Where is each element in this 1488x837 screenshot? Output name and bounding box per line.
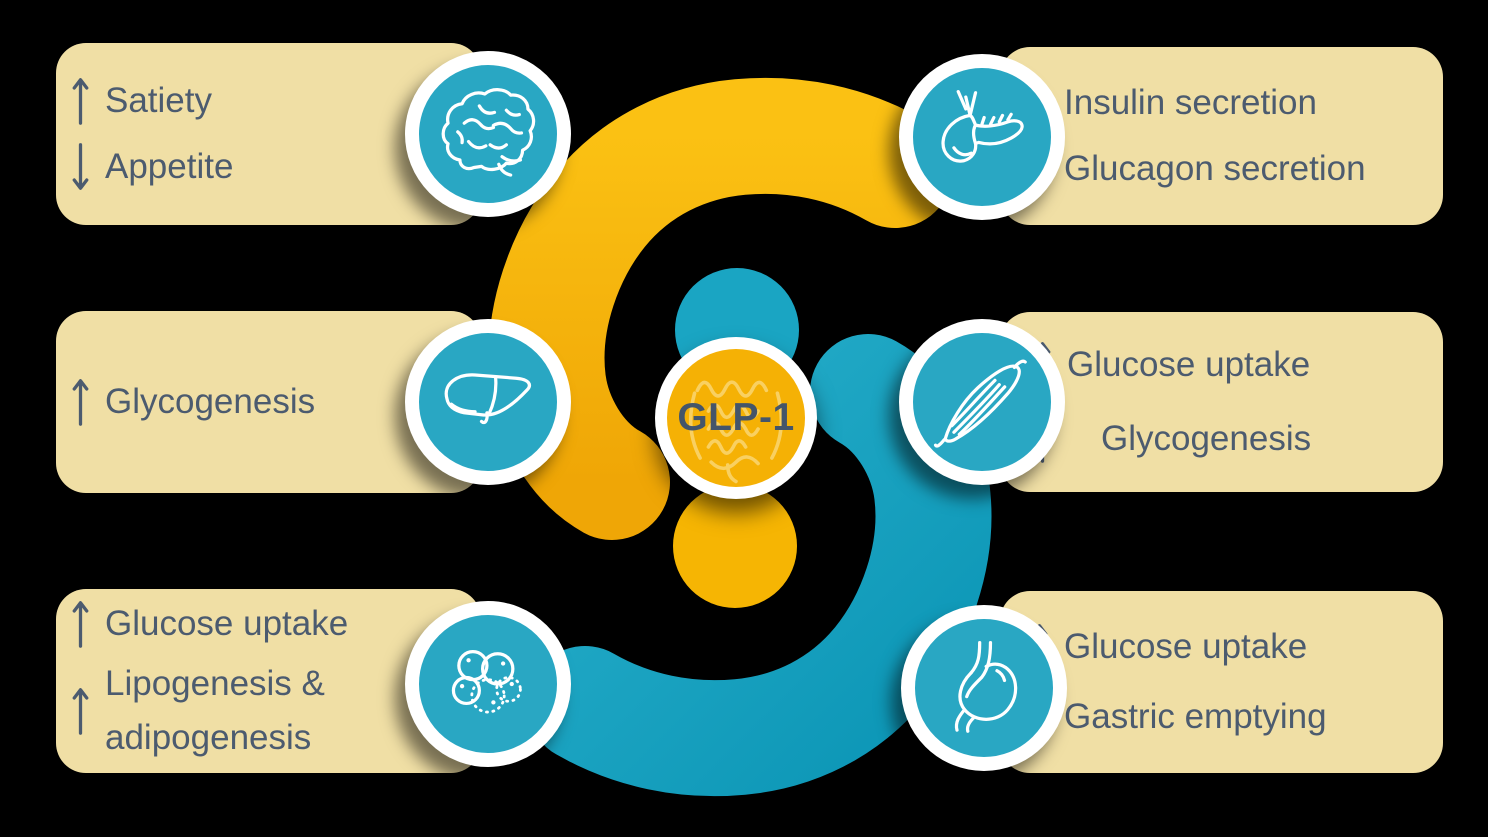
increase-arrow-icon [72,600,89,648]
effect-line: Glucose uptake [71,597,481,651]
effect-text: Gastric emptying [1064,697,1327,736]
effect-line: Insulin secretion [1030,76,1443,130]
effect-line: Lipogenesis & adipogenesis [71,657,481,766]
effect-line: Gastric emptying [1030,690,1443,744]
stomach-icon [901,605,1067,771]
effect-line: Glycogenesis [1033,412,1443,466]
increase-arrow-icon [72,688,89,735]
effect-text: Appetite [105,147,234,186]
effect-card-pancreas: Insulin secretion Glucagon secretion [1000,47,1443,225]
effect-line: Appetite [71,140,481,194]
effect-text: Glycogenesis [105,381,316,421]
liver-icon [405,319,571,485]
pancreas-icon [899,54,1065,220]
effect-text: Insulin secretion [1064,82,1317,122]
glp1-center-circle: GLP-1 [667,349,805,487]
glp1-center-badge: GLP-1 [655,337,817,499]
muscle-icon [899,319,1065,485]
decrease-arrow-icon [72,143,89,190]
increase-arrow-icon [72,379,89,426]
effect-card-muscle: Glucose uptake Glycogenesis [1000,312,1443,492]
effect-line: Glucose uptake [1033,338,1443,392]
effect-line: Satiety [71,74,481,128]
effect-line: Glucagon secretion [1030,142,1443,196]
effect-line: Glycogenesis [71,375,481,429]
effect-line: Glucose uptake [1030,620,1443,674]
effect-card-stomach: Glucose uptake Gastric emptying [1000,591,1443,773]
effect-text: Satiety [105,80,212,120]
effect-text: Glucose uptake [105,603,349,643]
effect-text: Glucagon secretion [1064,149,1366,188]
brain-icon [405,51,571,217]
effect-text: Glucose uptake [1064,626,1308,666]
effect-text: Glycogenesis [1101,419,1312,458]
effect-text: Lipogenesis & adipogenesis [105,663,325,758]
increase-arrow-icon [72,78,89,125]
adipose-cells-icon [405,601,571,767]
gold-dot [673,484,797,608]
glp1-label: GLP-1 [677,396,795,439]
effect-text: Glucose uptake [1067,344,1311,384]
intestine-icon [689,380,783,484]
